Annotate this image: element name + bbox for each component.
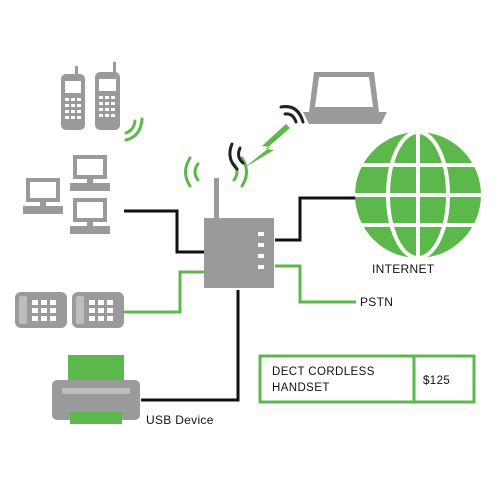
internet-label: INTERNET: [372, 262, 435, 276]
line-router-to-deskphones: [124, 270, 205, 314]
router-icon: [204, 178, 274, 288]
wireless-signal-icon: [228, 105, 305, 171]
connection-lines: [124, 196, 356, 402]
laptop-icon: [303, 72, 387, 124]
line-router-to-printer: [141, 290, 240, 402]
line-router-to-pstn: [275, 264, 356, 304]
product-price: $125: [423, 375, 450, 387]
wireless-signal-icon: [124, 117, 144, 142]
lightning-bolt-icon: [244, 124, 290, 168]
line-computers-to-router: [124, 209, 205, 254]
globe-icon: [355, 130, 481, 260]
product-price-box: DECT CORDLESS HANDSET $125: [258, 354, 476, 404]
desktop-computer-icon: [23, 155, 110, 234]
product-name-line1: DECT CORDLESS: [272, 366, 375, 378]
printer-icon: [52, 355, 140, 424]
line-router-to-internet: [275, 196, 356, 242]
product-name-line2: HANDSET: [272, 382, 330, 394]
pstn-label: PSTN: [360, 295, 393, 309]
usb-device-label: USB Device: [146, 413, 214, 427]
cordless-phone-icon: [61, 62, 120, 130]
desk-phone-icon: [15, 292, 124, 328]
